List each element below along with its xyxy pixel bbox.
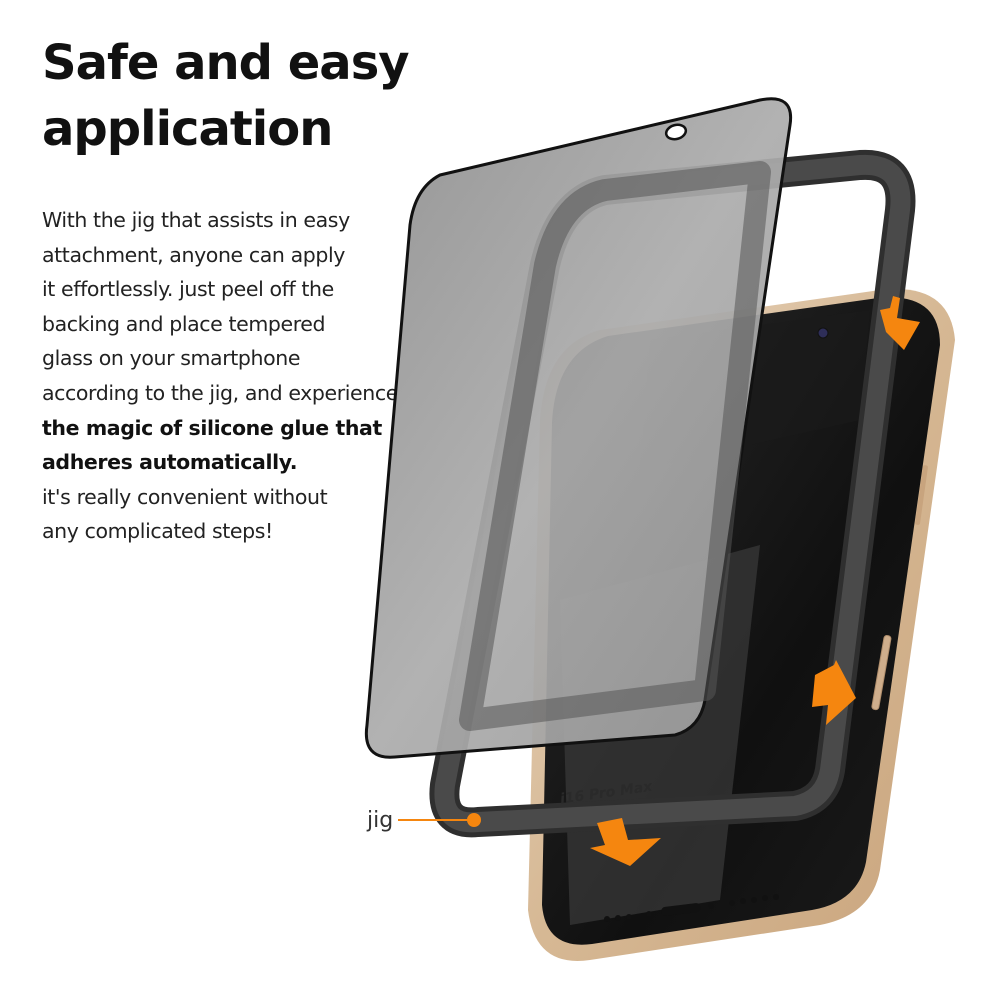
front-camera-icon <box>817 327 829 339</box>
title-line-2: application <box>42 101 333 157</box>
jig-callout-label: jig <box>367 808 394 833</box>
arrow-down-icon <box>590 818 661 866</box>
description-line: glass on your smartphone <box>42 346 301 371</box>
title-line-1: Safe and easy <box>42 35 410 91</box>
description-line: it's really convenient without <box>42 484 328 509</box>
arrow-icons <box>590 296 920 866</box>
arrow-right-icon <box>812 660 856 725</box>
camera-cutout-icon <box>664 123 688 141</box>
volume-button <box>915 465 928 525</box>
charging-port <box>661 903 701 916</box>
description-line: attachment, anyone can apply <box>42 242 346 267</box>
description-paragraph: With the jig that assists in easy attach… <box>42 203 442 549</box>
arrow-top-right-icon <box>880 296 920 350</box>
description-line: according to the jig, and experience <box>42 380 398 405</box>
description-highlight-line: the magic of silicone glue that <box>42 415 382 440</box>
tempered-glass <box>364 97 793 759</box>
description-line: it effortlessly. just peel off the <box>42 277 334 302</box>
description-line: With the jig that assists in easy <box>42 208 350 232</box>
side-button <box>871 635 892 711</box>
callout-dot <box>467 813 481 827</box>
page-title: Safe and easy application <box>42 30 462 162</box>
description-highlight-line: adheres automatically. <box>42 450 298 475</box>
speaker-grille <box>604 894 779 922</box>
description-line: any complicated steps! <box>42 519 273 544</box>
description-line: backing and place tempered <box>42 311 326 336</box>
